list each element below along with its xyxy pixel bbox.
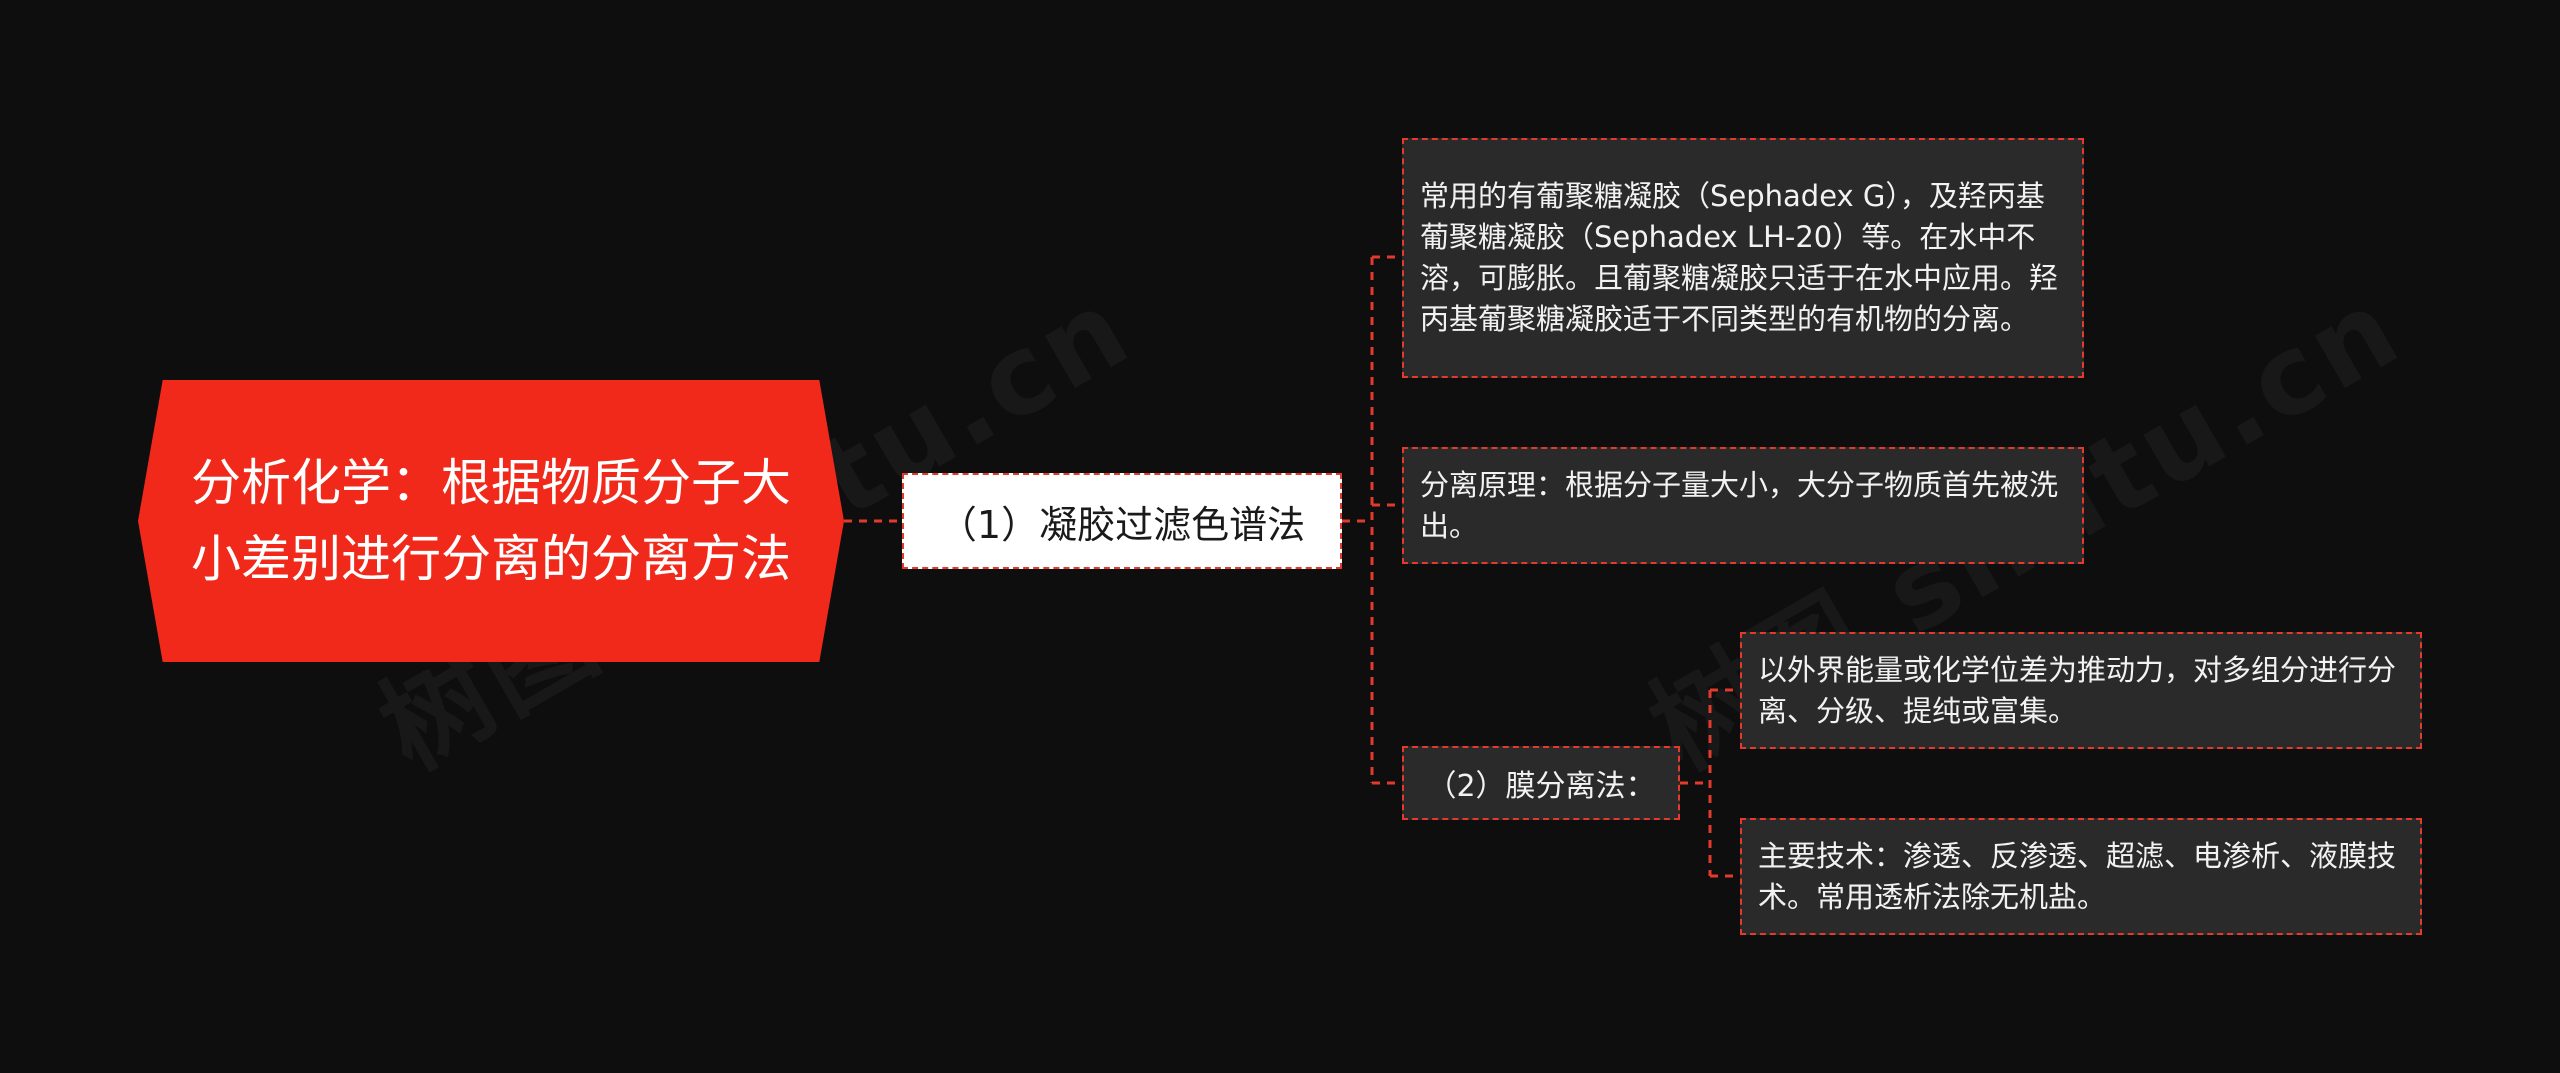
branch-gel-filtration[interactable]: （1）凝胶过滤色谱法 [902, 473, 1342, 569]
root-topic-label: 分析化学：根据物质分子大小差别进行分离的分离方法 [191, 454, 791, 588]
leaf-membrane-techniques[interactable]: 主要技术：渗透、反渗透、超滤、电渗析、液膜技术。常用透析法除无机盐。 [1740, 818, 2422, 935]
branch-membrane-separation-label: （2）膜分离法： [1426, 769, 1656, 804]
leaf-gel-types[interactable]: 常用的有葡聚糖凝胶（Sephadex G），及羟丙基葡聚糖凝胶（Sephadex… [1402, 138, 2084, 378]
leaf-membrane-driving-force[interactable]: 以外界能量或化学位差为推动力，对多组分进行分离、分级、提纯或富集。 [1740, 632, 2422, 749]
root-topic[interactable]: 分析化学：根据物质分子大小差别进行分离的分离方法 [138, 380, 844, 662]
leaf-gel-types-text: 常用的有葡聚糖凝胶（Sephadex G），及羟丙基葡聚糖凝胶（Sephadex… [1420, 179, 2059, 336]
branch-membrane-separation[interactable]: （2）膜分离法： [1402, 746, 1680, 820]
leaf-separation-principle[interactable]: 分离原理：根据分子量大小，大分子物质首先被洗出。 [1402, 447, 2084, 564]
leaf-separation-principle-text: 分离原理：根据分子量大小，大分子物质首先被洗出。 [1420, 467, 2059, 543]
branch-gel-filtration-label: （1）凝胶过滤色谱法 [938, 502, 1306, 547]
leaf-membrane-techniques-text: 主要技术：渗透、反渗透、超滤、电渗析、液膜技术。常用透析法除无机盐。 [1758, 838, 2397, 914]
leaf-membrane-driving-force-text: 以外界能量或化学位差为推动力，对多组分进行分离、分级、提纯或富集。 [1758, 652, 2397, 728]
